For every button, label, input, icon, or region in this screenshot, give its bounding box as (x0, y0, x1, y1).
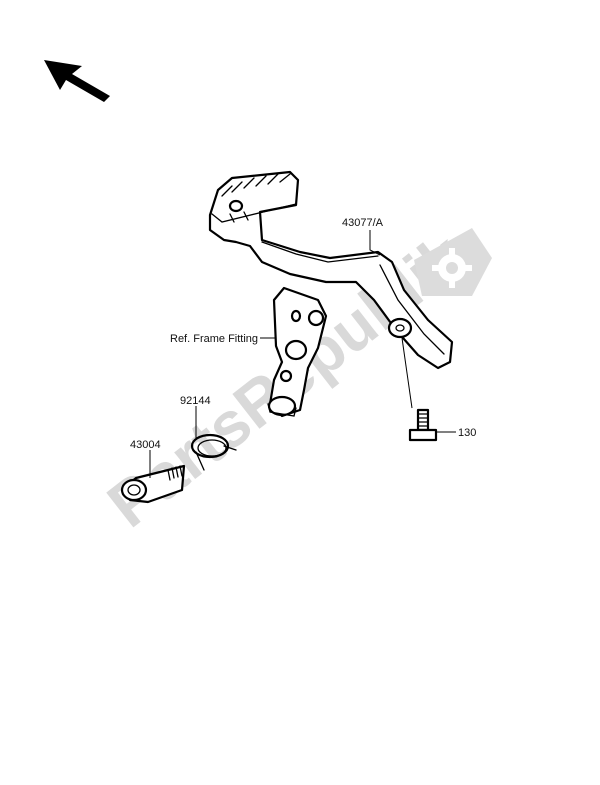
leader-lines (149, 230, 456, 478)
label-ref-frame-fitting: Ref. Frame Fitting (170, 333, 258, 345)
frame-fitting-bracket (267, 286, 328, 418)
bolt-130 (408, 408, 438, 442)
brake-pedal (208, 170, 454, 370)
label-43004: 43004 (130, 439, 161, 451)
part-labels: 43077/A Ref. Frame Fitting 92144 43004 1… (130, 217, 476, 451)
label-43077-a: 43077/A (342, 217, 384, 229)
label-130: 130 (458, 427, 476, 439)
shaft-43004 (120, 464, 186, 504)
gear-icon (414, 228, 492, 296)
spring-92144 (190, 433, 237, 471)
label-92144: 92144 (180, 395, 211, 407)
arrow-up-left-icon (44, 60, 110, 102)
